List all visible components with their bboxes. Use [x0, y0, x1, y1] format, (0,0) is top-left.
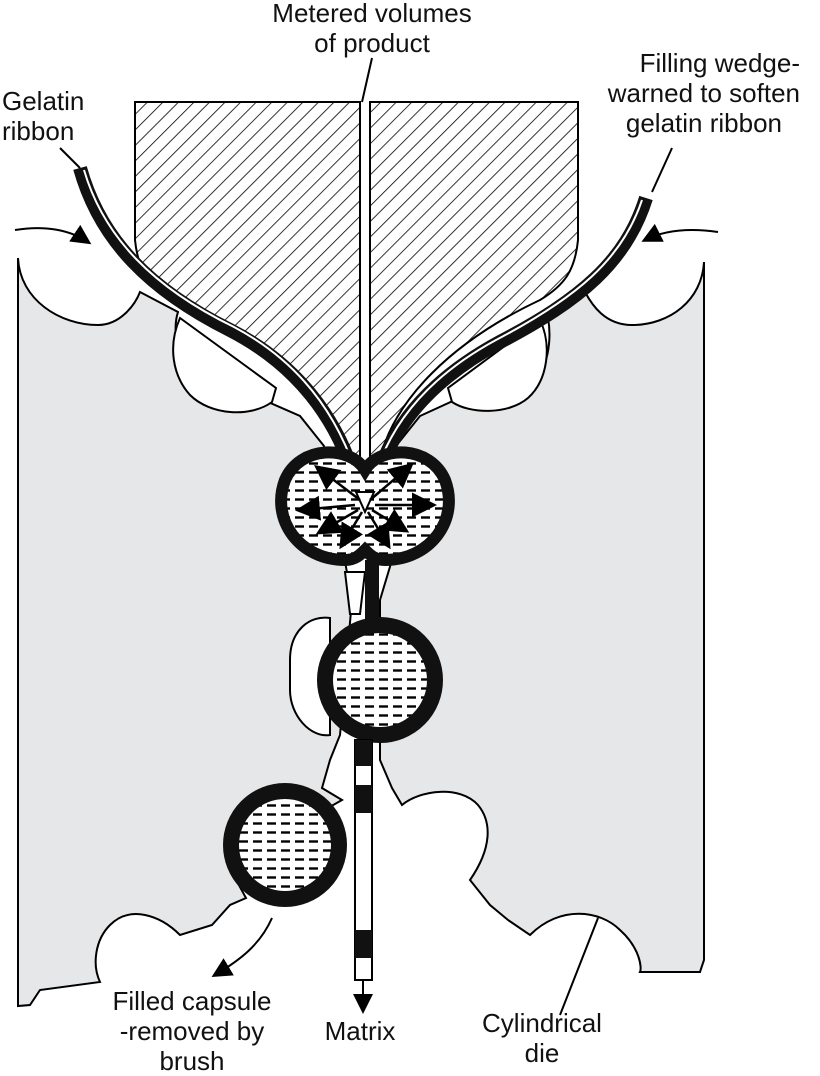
brush-removal-arrow-icon: [211, 917, 273, 978]
label-die-line2: die: [525, 1038, 560, 1068]
filling-chamber: [275, 446, 455, 567]
label-metered-line2: of product: [314, 28, 430, 58]
center-die-cavity: [289, 616, 331, 737]
matrix-strip: [353, 739, 373, 1014]
label-capsule-line2: -removed by: [120, 1016, 265, 1046]
right-die-cavity-upper: [446, 318, 548, 412]
left-ribbon-feed-arrow-icon: [14, 224, 92, 245]
label-die-line1: Cylindrical: [482, 1008, 602, 1038]
label-wedge-line3: gelatin ribbon: [626, 108, 782, 138]
die-cavities: [172, 316, 548, 737]
left-die-cavity-upper: [172, 316, 278, 414]
gelatin-ribbons: [73, 166, 653, 473]
label-gelatin-line2: ribbon: [2, 116, 74, 146]
label-wedge-line2: warned to soften: [607, 78, 800, 108]
label-capsule-line1: Filled capsule: [113, 986, 272, 1016]
product-nozzle-icon: [354, 491, 376, 515]
filled-capsule: [211, 783, 347, 978]
right-ribbon-feed-arrow-icon: [641, 223, 719, 242]
label-capsule-line3: brush: [159, 1046, 224, 1076]
labels: Metered volumes of product Gelatin ribbo…: [2, 0, 800, 1076]
label-matrix: Matrix: [325, 1016, 396, 1046]
label-metered-line1: Metered volumes: [272, 0, 471, 28]
forming-capsule: [317, 617, 443, 743]
product-flow-arrows: [295, 462, 437, 550]
label-gelatin-line1: Gelatin: [2, 86, 84, 116]
leader-lines: [59, 57, 673, 1016]
label-wedge-line1: Filling wedge-: [640, 48, 800, 78]
capsule-seal-stem: [343, 560, 379, 620]
right-cylindrical-die: [379, 261, 705, 973]
